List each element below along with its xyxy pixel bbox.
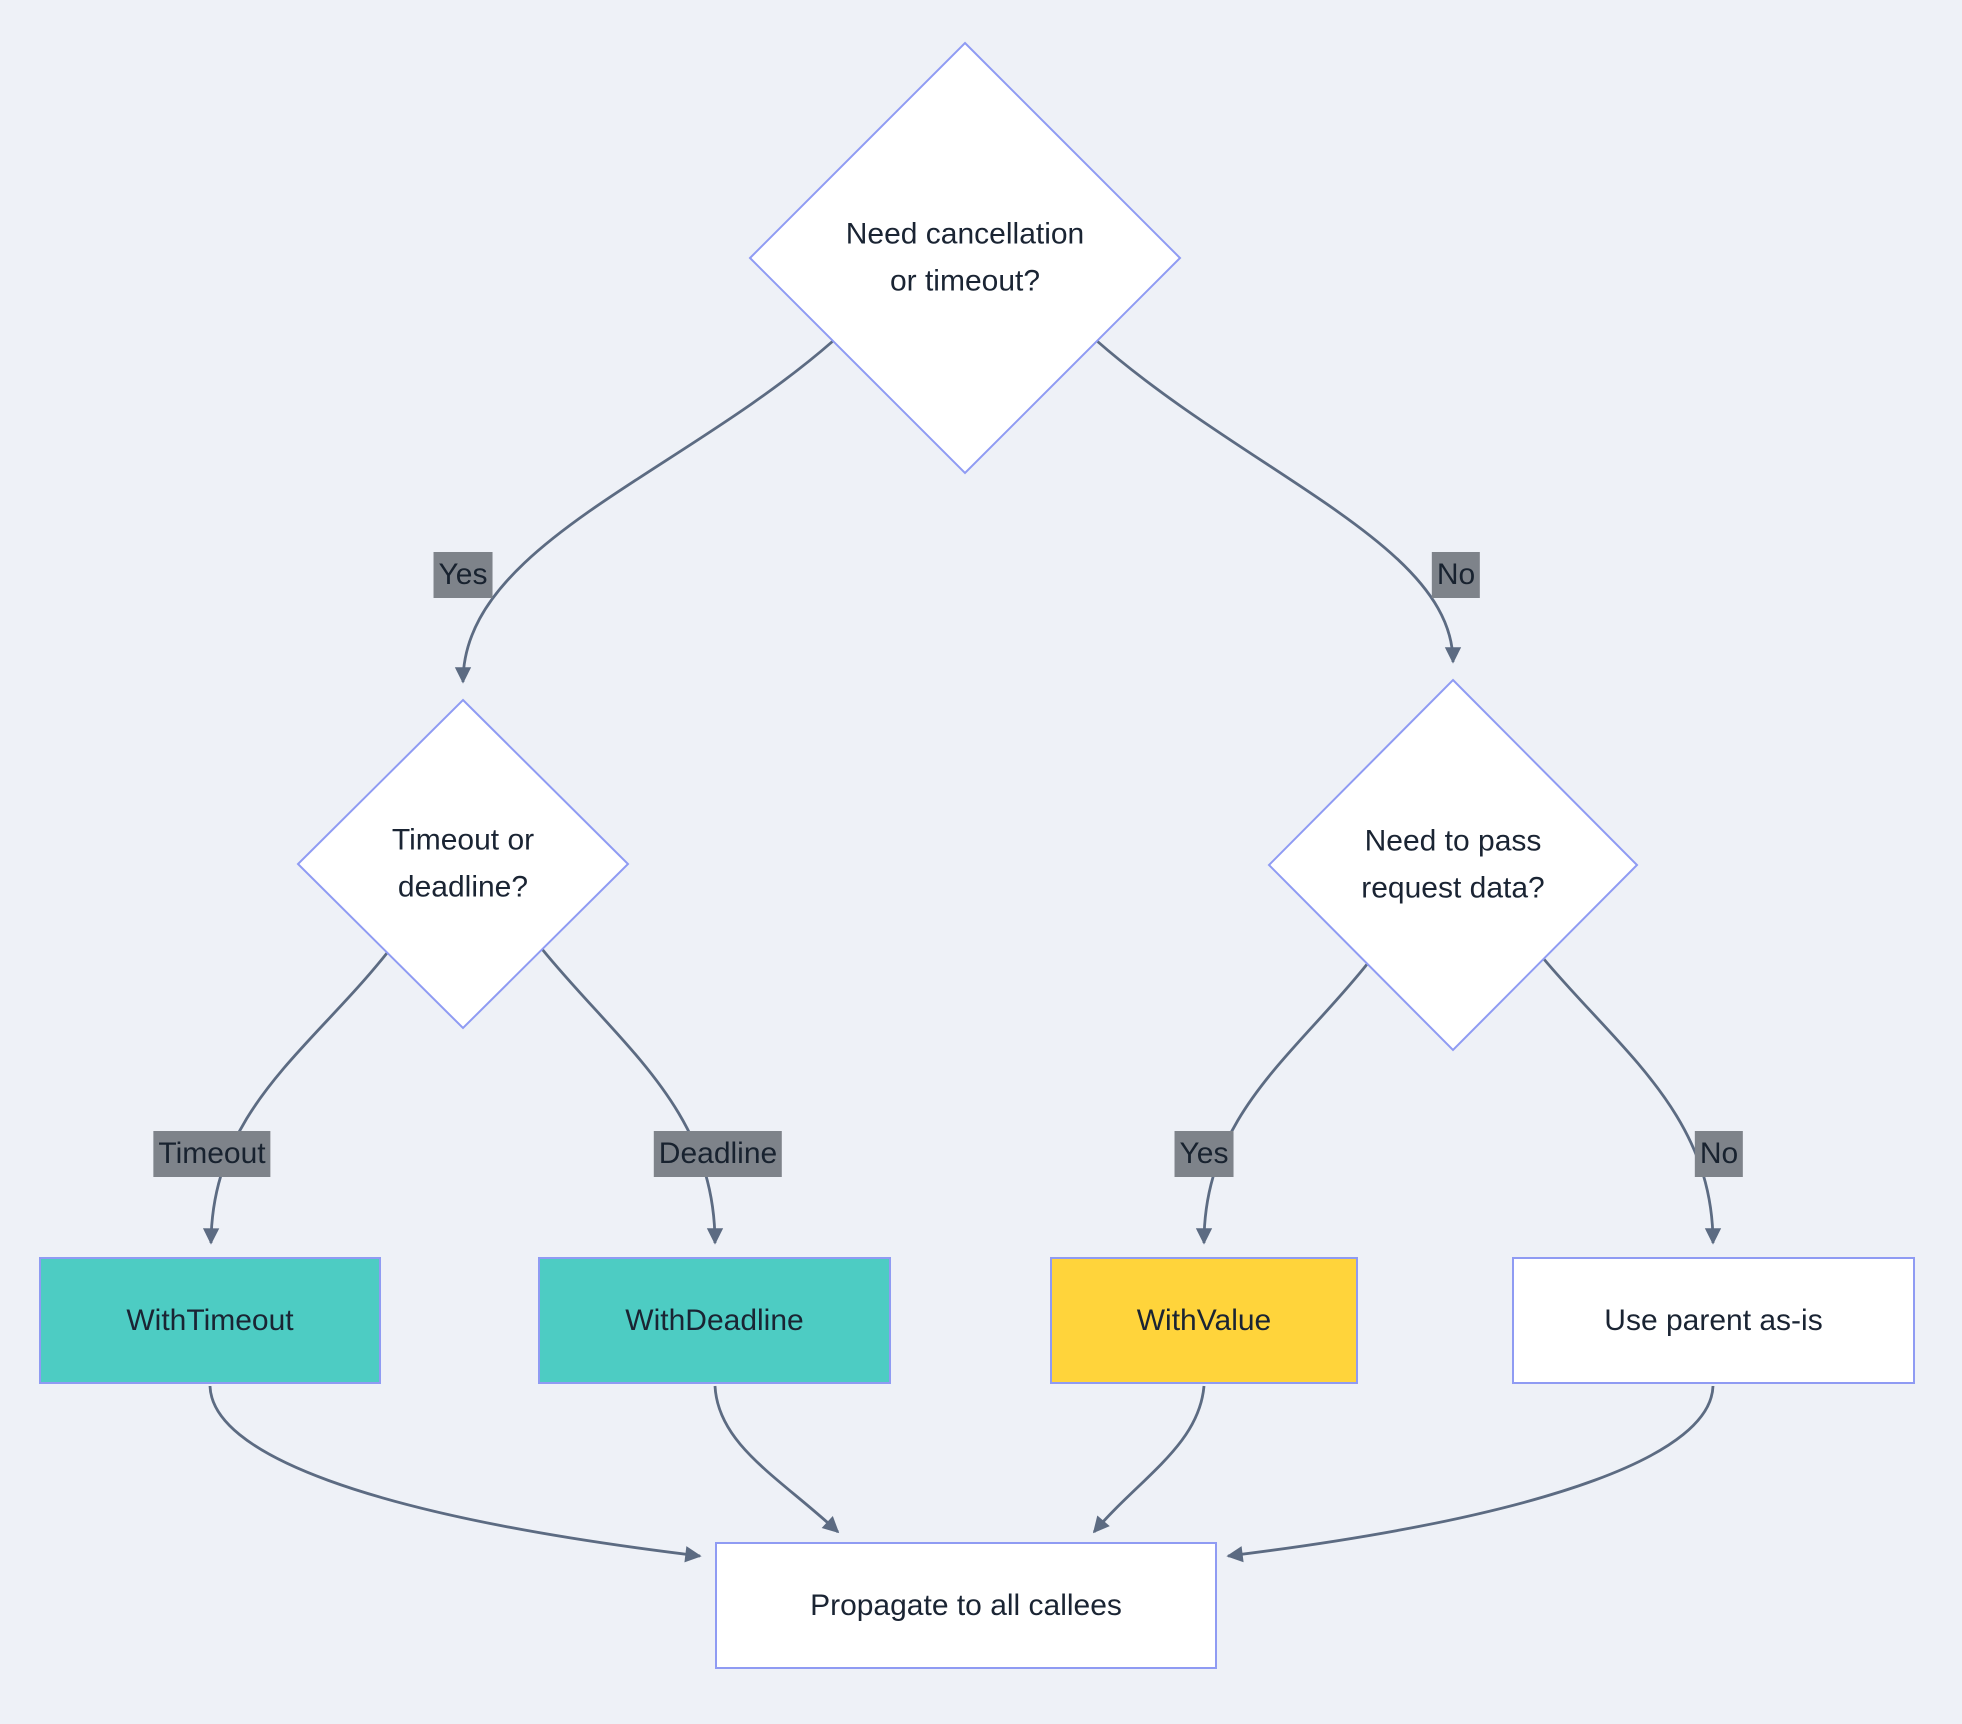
diamond-timeout-or-deadline-shape bbox=[296, 698, 630, 1030]
node-with-value-label: WithValue bbox=[1136, 1303, 1272, 1337]
edge-root-to-need-request-data bbox=[1096, 339, 1462, 664]
node-with-timeout: WithTimeout bbox=[39, 1257, 381, 1384]
edge-label-yes-left: Yes bbox=[433, 552, 493, 598]
node-use-parent-label: Use parent as-is bbox=[1604, 1303, 1823, 1337]
node-with-value: WithValue bbox=[1050, 1257, 1358, 1384]
decision-need-cancellation-line2: or timeout? bbox=[889, 264, 1041, 297]
node-with-timeout-label: WithTimeout bbox=[126, 1303, 294, 1337]
edge-to-with-timeout bbox=[202, 952, 389, 1245]
decision-need-cancellation-line1: Need cancellation bbox=[845, 217, 1085, 251]
edge-with-timeout-to-propagate bbox=[208, 1385, 702, 1563]
edge-label-no-right: No bbox=[1431, 552, 1481, 598]
edge-root-to-timeout-or-deadline bbox=[454, 339, 834, 684]
edge-to-with-deadline bbox=[540, 948, 724, 1245]
decision-timeout-or-deadline-line2: deadline? bbox=[397, 870, 529, 903]
decision-need-request-data-line1: Need to pass bbox=[1364, 824, 1542, 858]
edge-label-yes-bottom: Yes bbox=[1174, 1131, 1234, 1177]
edge-label-deadline: Deadline bbox=[653, 1131, 783, 1177]
decision-timeout-or-deadline-line1: Timeout or bbox=[391, 823, 535, 857]
decision-need-cancellation-label: Need cancellation or timeout? bbox=[846, 212, 1085, 305]
node-with-deadline: WithDeadline bbox=[538, 1257, 891, 1384]
node-propagate: Propagate to all callees bbox=[715, 1542, 1217, 1669]
node-propagate-label: Propagate to all callees bbox=[810, 1588, 1122, 1622]
diamond-need-request-data-shape bbox=[1267, 678, 1639, 1052]
decision-timeout-or-deadline-label: Timeout or deadline? bbox=[392, 818, 534, 911]
edge-to-use-parent bbox=[1541, 957, 1722, 1245]
diamond-need-cancellation-shape bbox=[748, 41, 1182, 475]
node-use-parent: Use parent as-is bbox=[1512, 1257, 1915, 1384]
edge-with-value-to-propagate bbox=[1092, 1385, 1206, 1534]
edge-label-no-bottom: No bbox=[1694, 1131, 1744, 1177]
edge-label-timeout: Timeout bbox=[153, 1131, 271, 1177]
edge-with-deadline-to-propagate bbox=[713, 1385, 840, 1534]
edge-to-with-value bbox=[1195, 962, 1370, 1245]
decision-need-request-data-line2: request data? bbox=[1361, 871, 1545, 904]
node-with-deadline-label: WithDeadline bbox=[625, 1303, 804, 1337]
edge-use-parent-to-propagate bbox=[1226, 1385, 1715, 1563]
decision-need-request-data-label: Need to pass request data? bbox=[1361, 819, 1544, 912]
